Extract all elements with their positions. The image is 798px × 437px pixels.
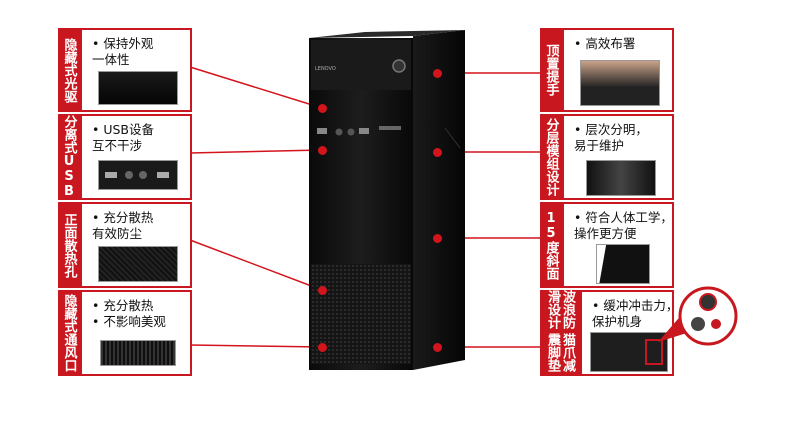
feature-tag: 隐藏式通风口 (58, 290, 80, 376)
feature-text: • 高效布署 (574, 36, 636, 51)
pointer-dot (318, 104, 327, 113)
feature-text: • USB设备 (92, 122, 155, 137)
feature-text: 保护机身 (592, 314, 643, 329)
pointer-dot (433, 343, 442, 352)
feature-text: 互不干涉 (92, 138, 143, 153)
feature-tag: 隐藏式光驱 (58, 28, 80, 112)
feature-text: • 保持外观 (92, 36, 154, 51)
feature-text: • 不影响美观 (92, 314, 166, 329)
pointer-dot (433, 148, 442, 157)
feature-card: • 符合人体工学， 操作更方便 (562, 202, 674, 288)
usb-ports-photo-icon (98, 160, 178, 190)
feature-text: • 缓冲冲击力， (592, 298, 679, 313)
pointer-dot (318, 343, 327, 352)
air-vent-photo-icon (100, 340, 176, 366)
feature-text: • 层次分明， (574, 122, 648, 137)
feature-card: • 充分散热 有效防尘 (80, 202, 192, 288)
feature-text: • 充分散热 (92, 298, 154, 313)
feature-tag: 顶置提手 (540, 28, 562, 112)
modular-layers-photo-icon (586, 160, 656, 196)
feature-card: • USB设备 互不干涉 (80, 114, 192, 200)
feature-tag-col: 波浪防滑设计 (545, 290, 575, 329)
feature-text: 一体性 (92, 52, 130, 67)
feature-text: 有效防尘 (92, 226, 143, 241)
feature-text: • 充分散热 (92, 210, 154, 225)
top-handle-photo-icon (580, 60, 660, 106)
pointer-dot (318, 286, 327, 295)
pointer-dot (433, 69, 442, 78)
feature-tag-col: 猫爪减震脚垫 (545, 333, 575, 372)
feature-text: 易于维护 (574, 138, 625, 153)
slanted-panel-photo-icon (596, 244, 650, 284)
feature-text: 操作更方便 (574, 226, 637, 241)
optical-drive-photo-icon (98, 71, 178, 105)
feature-card: • 高效布署 (562, 28, 674, 112)
pointer-dot (433, 234, 442, 243)
feature-tag: 分离式USB (58, 114, 80, 200)
feature-card: • 缓冲冲击力， 保护机身 (580, 290, 678, 376)
foot-pad-zoom-icon (658, 286, 738, 346)
foot-pad-photo-icon (590, 332, 668, 372)
brand-logo: LENOVO (315, 66, 336, 72)
feature-card: • 保持外观 一体性 (80, 28, 192, 112)
feature-card: • 层次分明， 易于维护 (562, 114, 674, 200)
pointer-dot (318, 146, 327, 155)
vent-mesh-photo-icon (98, 246, 178, 282)
feature-text: • 符合人体工学， (574, 210, 673, 225)
feature-tag: 正面散热孔 (58, 202, 80, 288)
pc-tower: LENOVO (309, 30, 465, 370)
feature-tag: 分层模组设计 (540, 114, 562, 200)
feature-tag: 波浪防滑设计 猫爪减震脚垫 (540, 290, 580, 376)
feature-tag: 15度斜面 (540, 202, 562, 288)
feature-card: • 充分散热 • 不影响美观 (80, 290, 192, 376)
